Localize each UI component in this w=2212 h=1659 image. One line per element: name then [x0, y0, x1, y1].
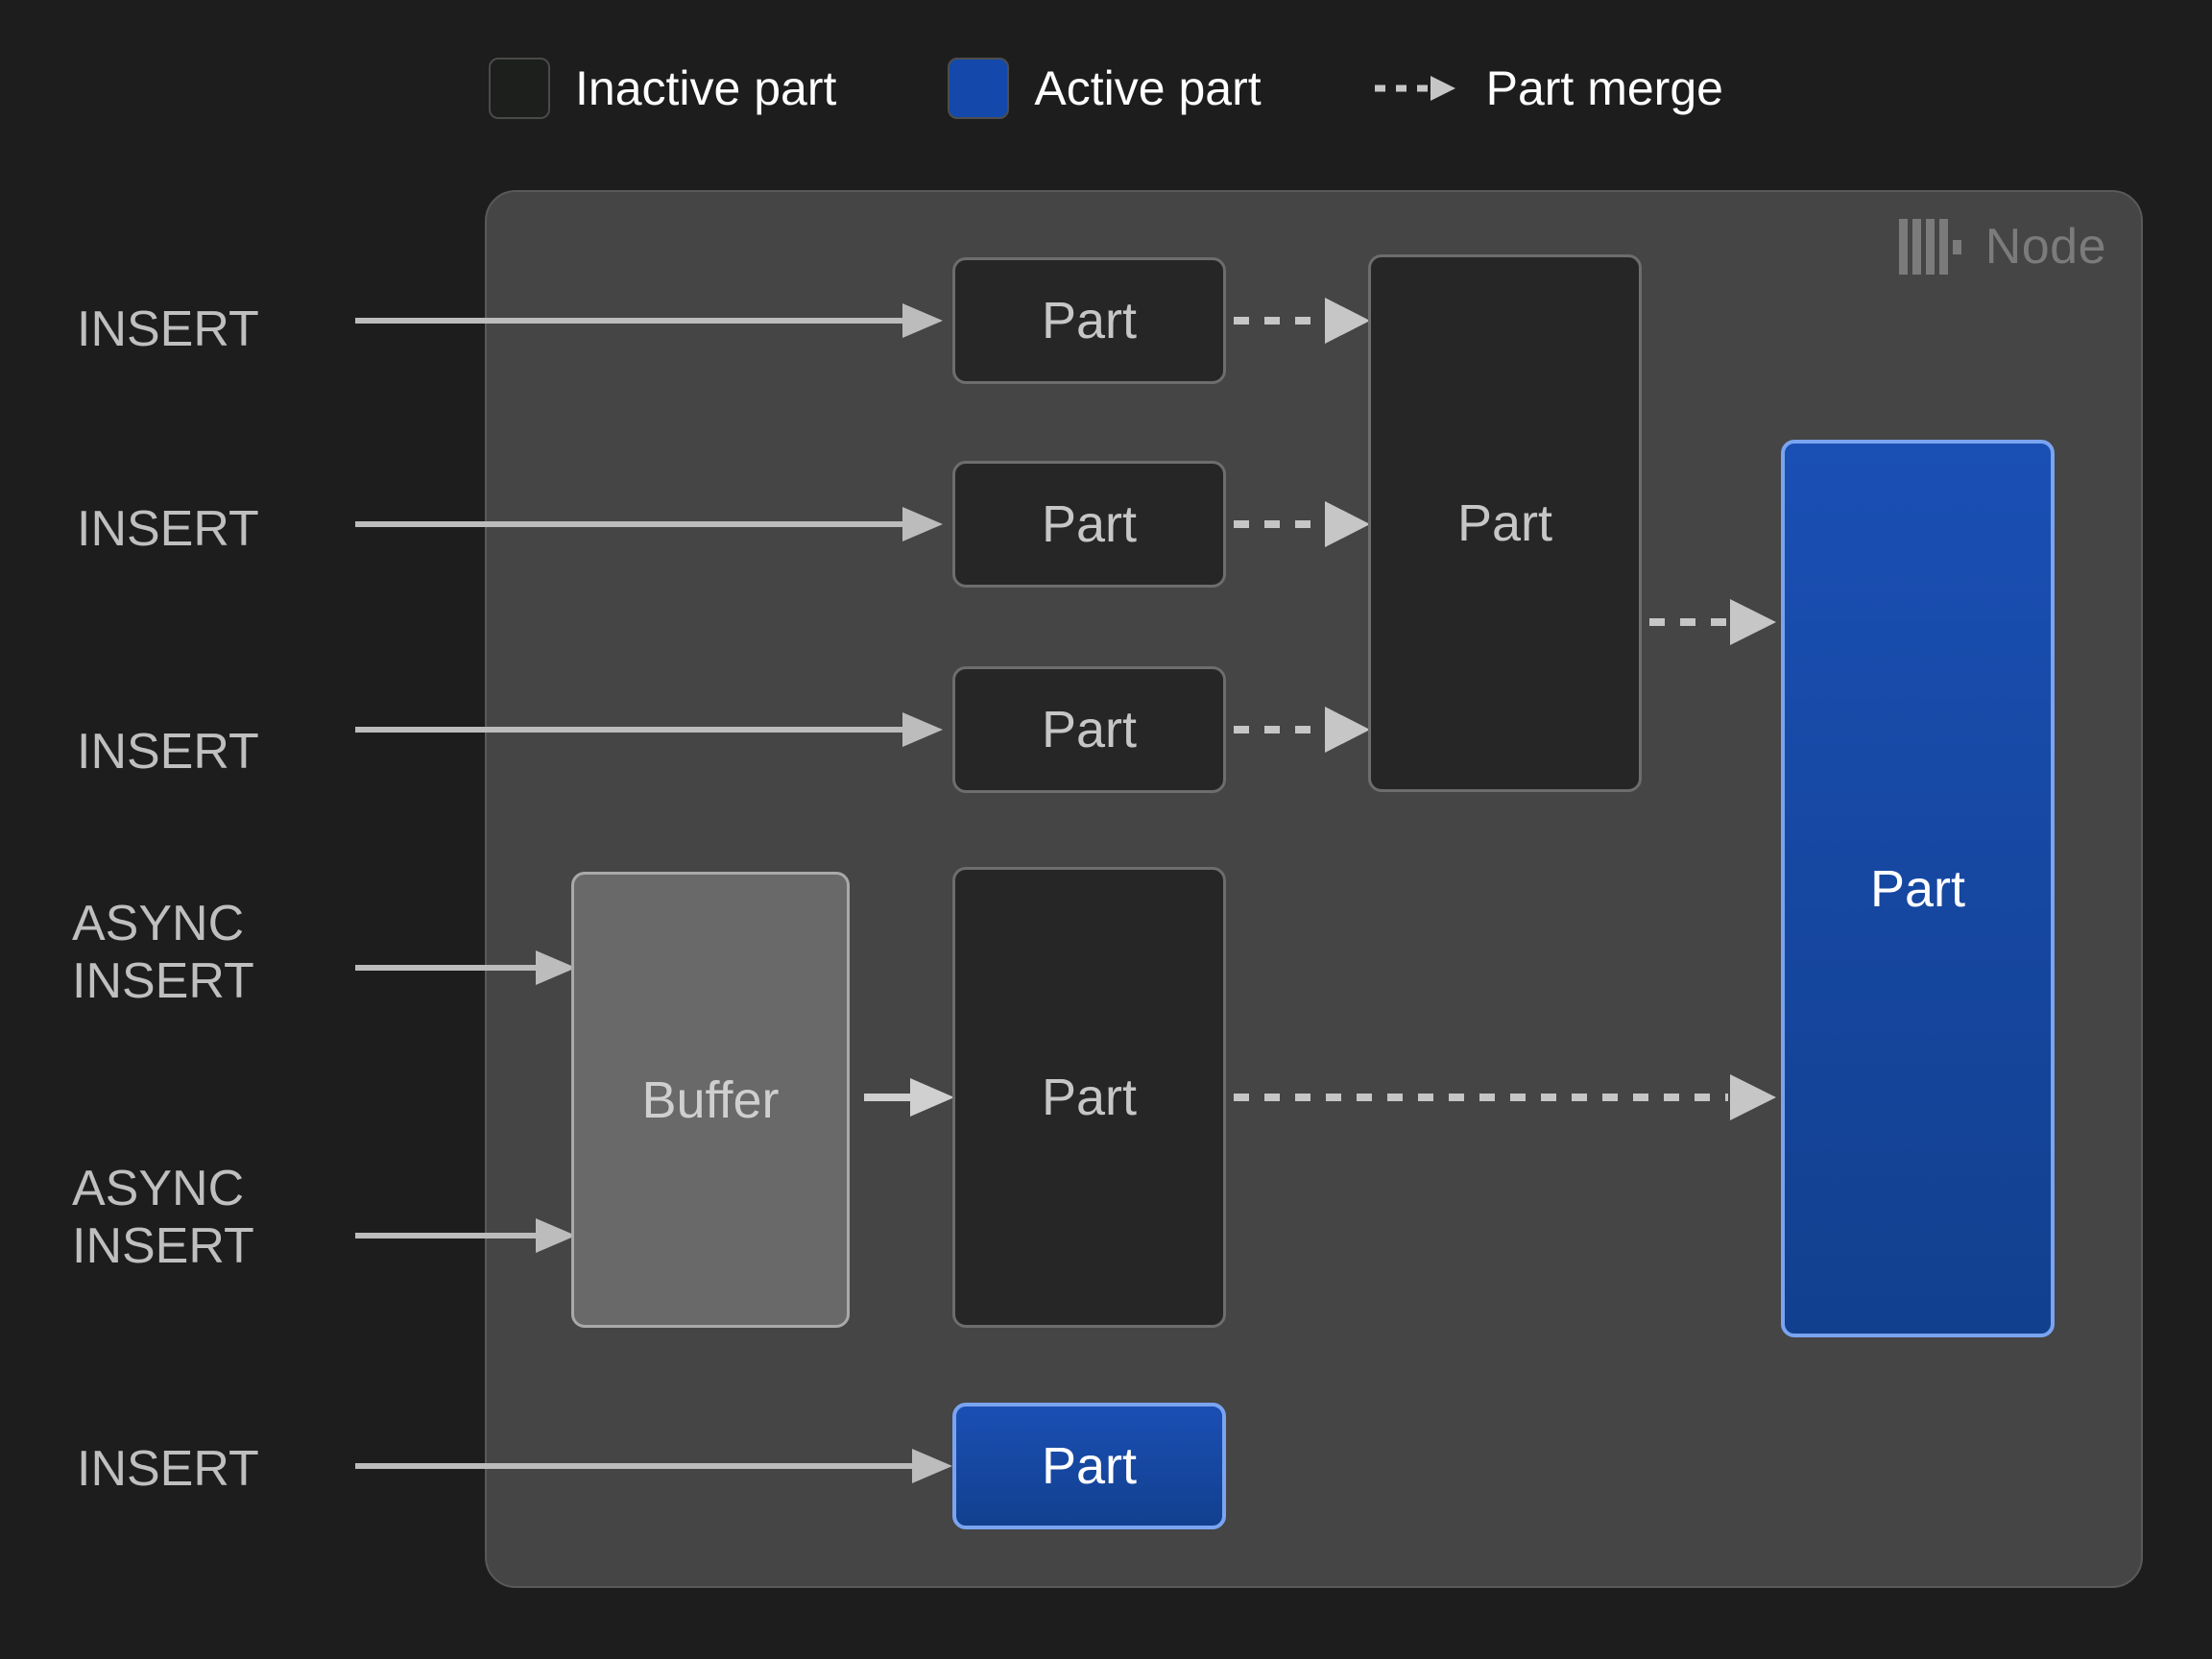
buffer-box[interactable]: Buffer	[571, 872, 850, 1328]
part-label: Part	[1041, 495, 1138, 553]
source-label-insert-3: INSERT	[77, 724, 259, 780]
inactive-part-swatch-icon	[489, 58, 551, 119]
part-label: Part	[1869, 859, 1966, 918]
part-box-active-small[interactable]: Part	[952, 1403, 1226, 1529]
dashed-arrow-icon	[1373, 76, 1461, 101]
source-label-async-insert-1: ASYNC INSERT	[72, 896, 254, 1009]
part-box-row-2[interactable]: Part	[952, 461, 1226, 588]
legend-spacer-2	[1262, 88, 1373, 89]
active-part-swatch-icon	[948, 58, 1010, 119]
part-box-merged-tall[interactable]: Part	[1368, 254, 1642, 792]
source-label-insert-2: INSERT	[77, 501, 259, 557]
node-title: Node	[1984, 219, 2106, 275]
part-label: Part	[1041, 1437, 1138, 1495]
legend-item-active-part: Active part	[948, 58, 1262, 119]
part-label: Part	[1456, 494, 1553, 552]
legend-label-part-merge: Part merge	[1485, 61, 1723, 115]
part-box-row-3[interactable]: Part	[952, 666, 1226, 793]
part-label: Part	[1041, 701, 1138, 758]
source-label-insert-4: INSERT	[77, 1441, 259, 1497]
legend: Inactive part Active part Part merge	[0, 50, 2212, 127]
node-badge: Node	[1898, 219, 2106, 275]
part-label: Part	[1041, 292, 1138, 349]
part-box-row-1[interactable]: Part	[952, 257, 1226, 384]
buffer-label: Buffer	[641, 1070, 780, 1129]
legend-label-active-part: Active part	[1034, 61, 1262, 115]
legend-item-part-merge: Part merge	[1373, 64, 1723, 112]
part-label: Part	[1041, 1069, 1138, 1126]
source-label-insert-1: INSERT	[77, 301, 259, 357]
source-label-async-insert-2: ASYNC INSERT	[72, 1161, 254, 1274]
legend-spacer-1	[836, 88, 948, 89]
clickhouse-logo-icon	[1898, 219, 1964, 275]
part-box-from-buffer[interactable]: Part	[952, 867, 1226, 1328]
part-box-active-large[interactable]: Part	[1781, 440, 2055, 1337]
legend-label-inactive-part: Inactive part	[575, 61, 837, 115]
legend-item-inactive-part: Inactive part	[489, 58, 836, 119]
